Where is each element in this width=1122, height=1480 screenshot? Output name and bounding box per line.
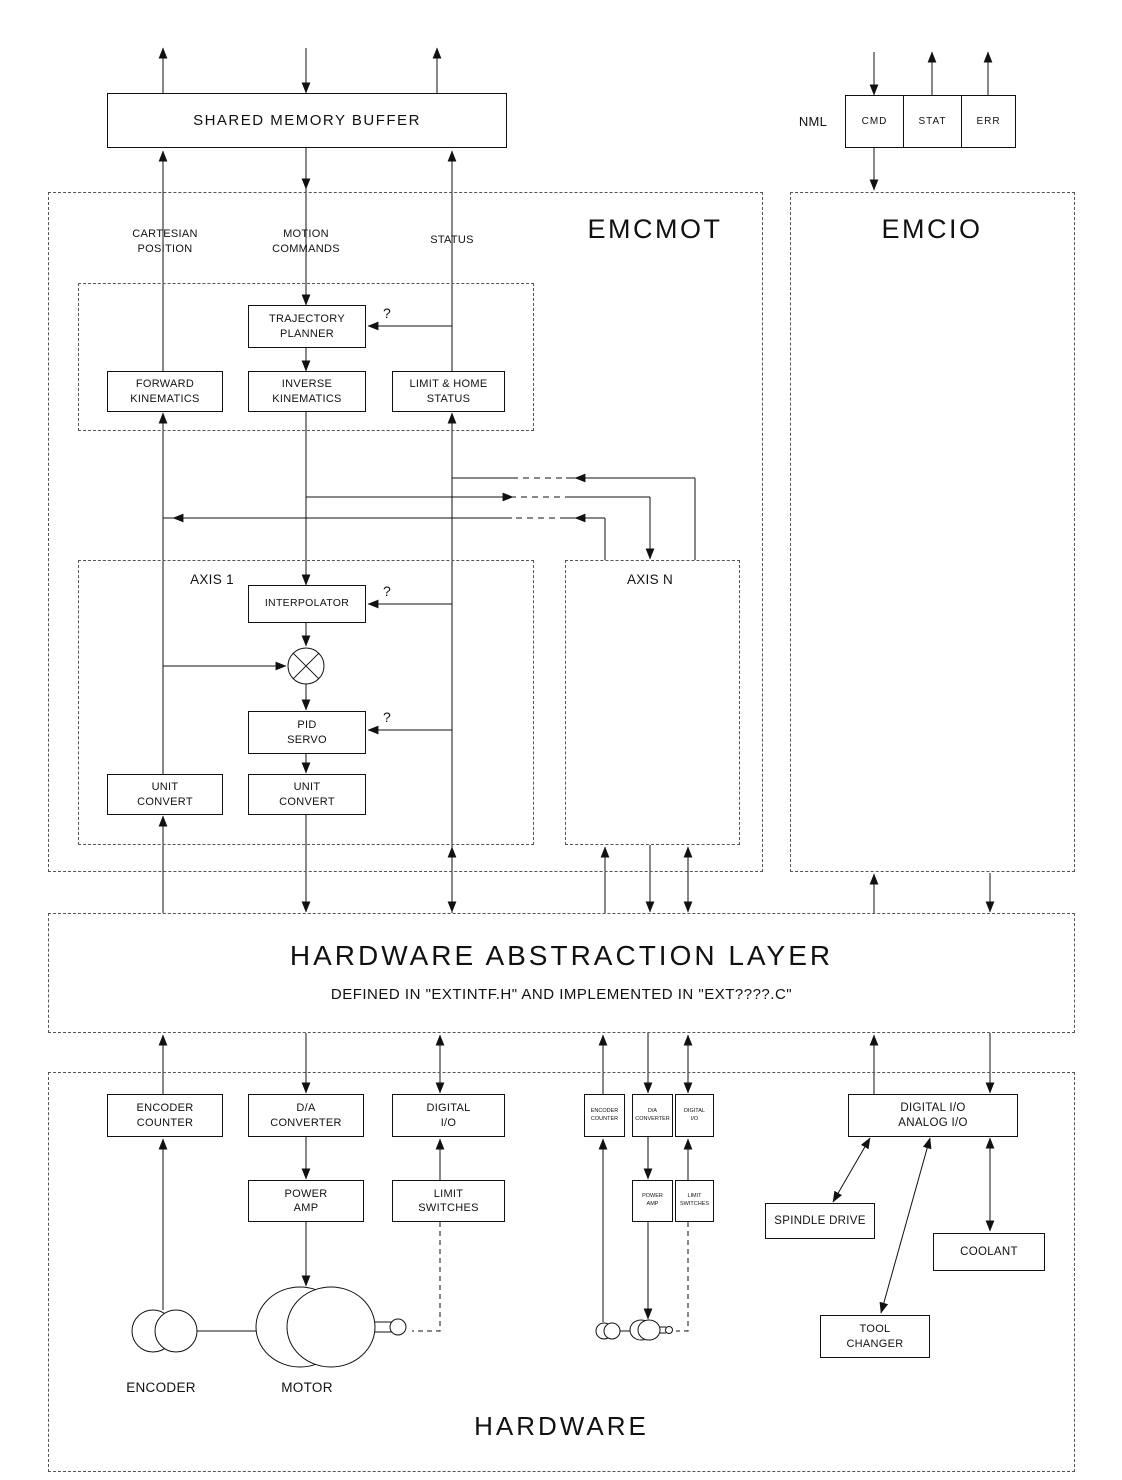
inverse-kinematics-box: INVERSE KINEMATICS: [248, 371, 366, 412]
emcio-region: [790, 192, 1075, 872]
cartesian-position-label: CARTESIAN POSITION: [132, 228, 198, 255]
hardware-region: [48, 1072, 1075, 1472]
digital-analog-io-box: DIGITAL I/O ANALOG I/O: [848, 1094, 1018, 1137]
nml-cmd-cell: CMD: [845, 95, 904, 148]
axis1-title: AXIS 1: [190, 572, 234, 587]
tool-changer-box: TOOL CHANGER: [820, 1315, 930, 1358]
encoder-label: ENCODER: [126, 1380, 196, 1395]
power-amp-box-mini: POWER AMP: [632, 1180, 673, 1222]
da-converter-box: D/A CONVERTER: [248, 1094, 364, 1137]
unit-convert-center-box: UNIT CONVERT: [248, 774, 366, 815]
axis-n-machine-drawing: [595, 1319, 673, 1341]
motor-drawing: [255, 1286, 407, 1368]
pid-servo-box: PID SERVO: [248, 711, 366, 754]
hal-subtitle: DEFINED IN "EXTINTF.H" AND IMPLEMENTED I…: [330, 986, 793, 1003]
spindle-drive-box: SPINDLE DRIVE: [765, 1203, 875, 1239]
coolant-box: COOLANT: [933, 1233, 1045, 1271]
hardware-title: HARDWARE: [474, 1411, 649, 1441]
status-label: STATUS: [430, 234, 474, 246]
axisn-region: [565, 560, 740, 845]
limit-home-status-box: LIMIT & HOME STATUS: [392, 371, 505, 412]
trajectory-question-mark: ?: [383, 305, 391, 321]
digital-io-box: DIGITAL I/O: [392, 1094, 505, 1137]
trajectory-planner-box: TRAJECTORY PLANNER: [248, 305, 366, 348]
kinematics-region: [78, 283, 534, 431]
power-amp-box: POWER AMP: [248, 1180, 364, 1222]
nml-err-cell: ERR: [961, 95, 1016, 148]
interpolator-question-mark: ?: [383, 583, 391, 599]
axisn-title: AXIS N: [626, 572, 674, 587]
emcmot-title: EMCMOT: [587, 214, 723, 244]
limit-switches-box: LIMIT SWITCHES: [392, 1180, 505, 1222]
forward-kinematics-box: FORWARD KINEMATICS: [107, 371, 223, 412]
unit-convert-left-box: UNIT CONVERT: [107, 774, 223, 815]
emcmot-region: [48, 192, 763, 872]
shared-memory-buffer-box: SHARED MEMORY BUFFER: [107, 93, 507, 148]
da-converter-box-mini: D/A CONVERTER: [632, 1094, 673, 1137]
encoder-drawing: [131, 1309, 256, 1353]
summing-junction-icon: [287, 647, 325, 685]
hal-region: [48, 913, 1075, 1033]
encoder-counter-box: ENCODER COUNTER: [107, 1094, 223, 1137]
limit-switches-box-mini: LIMIT SWITCHES: [675, 1180, 714, 1222]
encoder-counter-box-mini: ENCODER COUNTER: [584, 1094, 625, 1137]
motion-commands-label: MOTION COMMANDS: [272, 228, 340, 255]
axis1-region: [78, 560, 534, 845]
nml-label: NML: [798, 114, 828, 129]
motor-label: MOTOR: [281, 1380, 333, 1395]
nml-stat-cell: STAT: [903, 95, 962, 148]
pid-question-mark: ?: [383, 709, 391, 725]
emcio-title: EMCIO: [881, 214, 983, 244]
digital-io-box-mini: DIGITAL I/O: [675, 1094, 714, 1137]
interpolator-box: INTERPOLATOR: [248, 585, 366, 623]
hal-title: HARDWARE ABSTRACTION LAYER: [289, 940, 834, 971]
